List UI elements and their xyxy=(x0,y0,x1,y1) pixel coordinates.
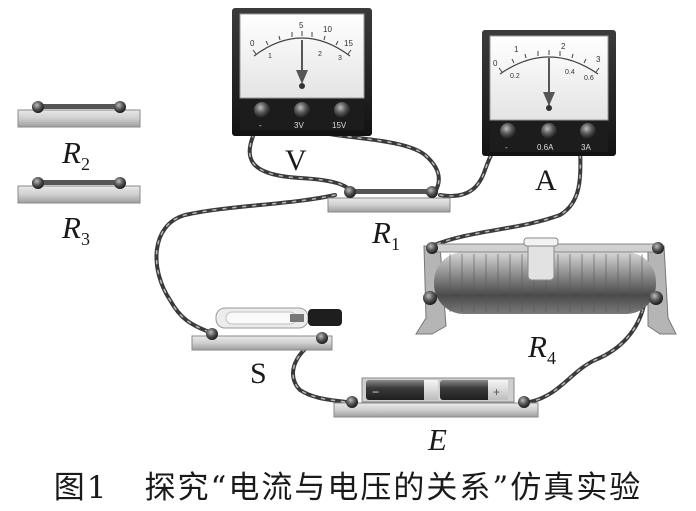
voltmeter-terminal-label-3v: 3V xyxy=(294,121,304,130)
ammeter-needle-base xyxy=(543,92,555,106)
rheostat-slider-cap xyxy=(523,237,559,247)
label-r2: R2 xyxy=(61,135,90,174)
battery-plus-sign: + xyxy=(493,385,500,399)
switch-tube-inner xyxy=(225,311,297,325)
ammeter-scale-bottom-0-2: 0.2 xyxy=(510,73,520,80)
ammeter-scale-bottom-0-4: 0.4 xyxy=(565,69,575,76)
label-r3: R3 xyxy=(61,210,90,249)
switch-handle xyxy=(308,309,342,326)
voltmeter[interactable]: 0 5 10 15 1 2 3 - 3V 15V xyxy=(232,8,372,136)
ammeter-terminal-label-0-6a: 0.6A xyxy=(537,143,554,152)
voltmeter-terminal-label-neg: - xyxy=(259,121,262,130)
voltmeter-terminal-15v xyxy=(334,102,350,118)
voltmeter-needle-base xyxy=(296,70,308,84)
voltmeter-scale-bottom-2: 2 xyxy=(318,51,322,58)
voltmeter-terminal-neg xyxy=(254,102,270,118)
battery-cell-left-cap xyxy=(424,380,438,400)
voltmeter-terminal-3v xyxy=(294,102,310,118)
battery-cell-right-cap xyxy=(488,380,508,400)
rheostat-r4[interactable] xyxy=(415,237,677,335)
rheostat-right-stand xyxy=(647,245,677,335)
ammeter-scale-zero: 0 xyxy=(493,59,498,68)
figure-caption: 图1 探究“电流与电压的关系”仿真实验 xyxy=(0,462,696,507)
voltmeter-scale-arc xyxy=(253,37,351,57)
ammeter-terminal-0-6a xyxy=(541,123,557,139)
ammeter-scale-top-1: 1 xyxy=(514,45,519,54)
ammeter[interactable]: 0 1 2 3 0.2 0.4 0.6 - 0.6A 3A xyxy=(482,30,616,156)
ammeter-scale-arc xyxy=(499,56,599,75)
battery-minus-sign: − xyxy=(372,385,379,399)
rheostat-terminal-left xyxy=(423,291,437,305)
voltmeter-terminal-label-15v: 15V xyxy=(332,121,347,130)
switch-contact xyxy=(290,314,304,322)
label-ammeter: A xyxy=(535,164,557,197)
wire-dash-highlights xyxy=(155,124,646,404)
ammeter-scale-bottom-0-6: 0.6 xyxy=(584,75,594,82)
ammeter-scale-top-3: 3 xyxy=(596,55,601,64)
resistor-r1[interactable] xyxy=(327,186,451,213)
voltmeter-scale-top-15: 15 xyxy=(344,39,353,48)
voltmeter-scale-bottom-1: 1 xyxy=(268,53,272,60)
rheostat-coil xyxy=(434,252,656,314)
ammeter-scale-top-2: 2 xyxy=(561,42,566,51)
label-r1: R1 xyxy=(371,215,400,254)
ammeter-terminal-label-3a: 3A xyxy=(581,143,591,152)
ammeter-terminal-3a xyxy=(580,123,596,139)
label-switch: S xyxy=(250,357,267,390)
ammeter-terminal-label-neg: - xyxy=(505,143,508,152)
rheostat-terminal-top-right xyxy=(652,242,664,254)
battery-cell-right xyxy=(440,380,492,400)
voltmeter-scale-bottom-3: 3 xyxy=(338,55,342,62)
figure-title: 探究“电流与电压的关系”仿真实验 xyxy=(144,470,643,506)
label-voltmeter: V xyxy=(285,144,307,177)
battery-e[interactable]: − + xyxy=(333,377,539,418)
rheostat-terminal-right xyxy=(649,291,663,305)
label-battery: E xyxy=(427,422,447,457)
voltmeter-scale-top-5: 5 xyxy=(299,21,304,30)
rheostat-terminal-top xyxy=(426,242,438,254)
figure-number: 图1 xyxy=(53,470,109,506)
ammeter-terminal-neg xyxy=(500,123,516,139)
switch-s[interactable] xyxy=(191,307,342,351)
resistor-r3[interactable] xyxy=(17,177,141,204)
label-r4: R4 xyxy=(527,329,556,368)
voltmeter-scale-top-0: 0 xyxy=(250,39,255,48)
battery-cell-left xyxy=(366,380,434,400)
voltmeter-scale-top-10: 10 xyxy=(323,25,332,34)
resistor-r2[interactable] xyxy=(17,101,141,128)
